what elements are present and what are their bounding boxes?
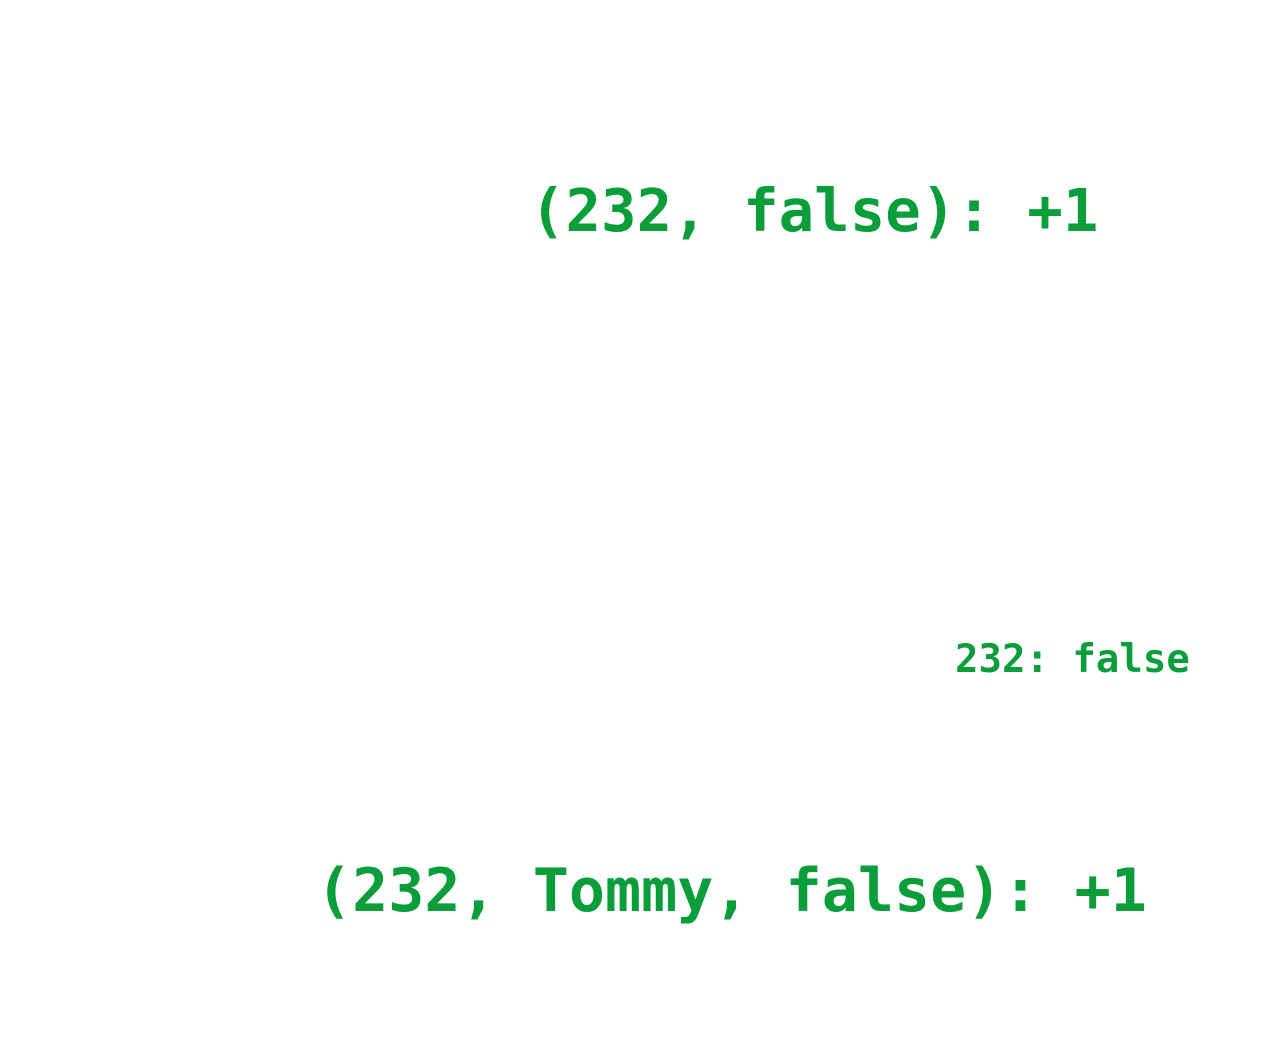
tuple-count-label: (232, false): +1 [530,176,1099,245]
triple-count-label: (232, Tommy, false): +1 [316,856,1147,926]
key-value-label: 232: false [955,637,1190,682]
